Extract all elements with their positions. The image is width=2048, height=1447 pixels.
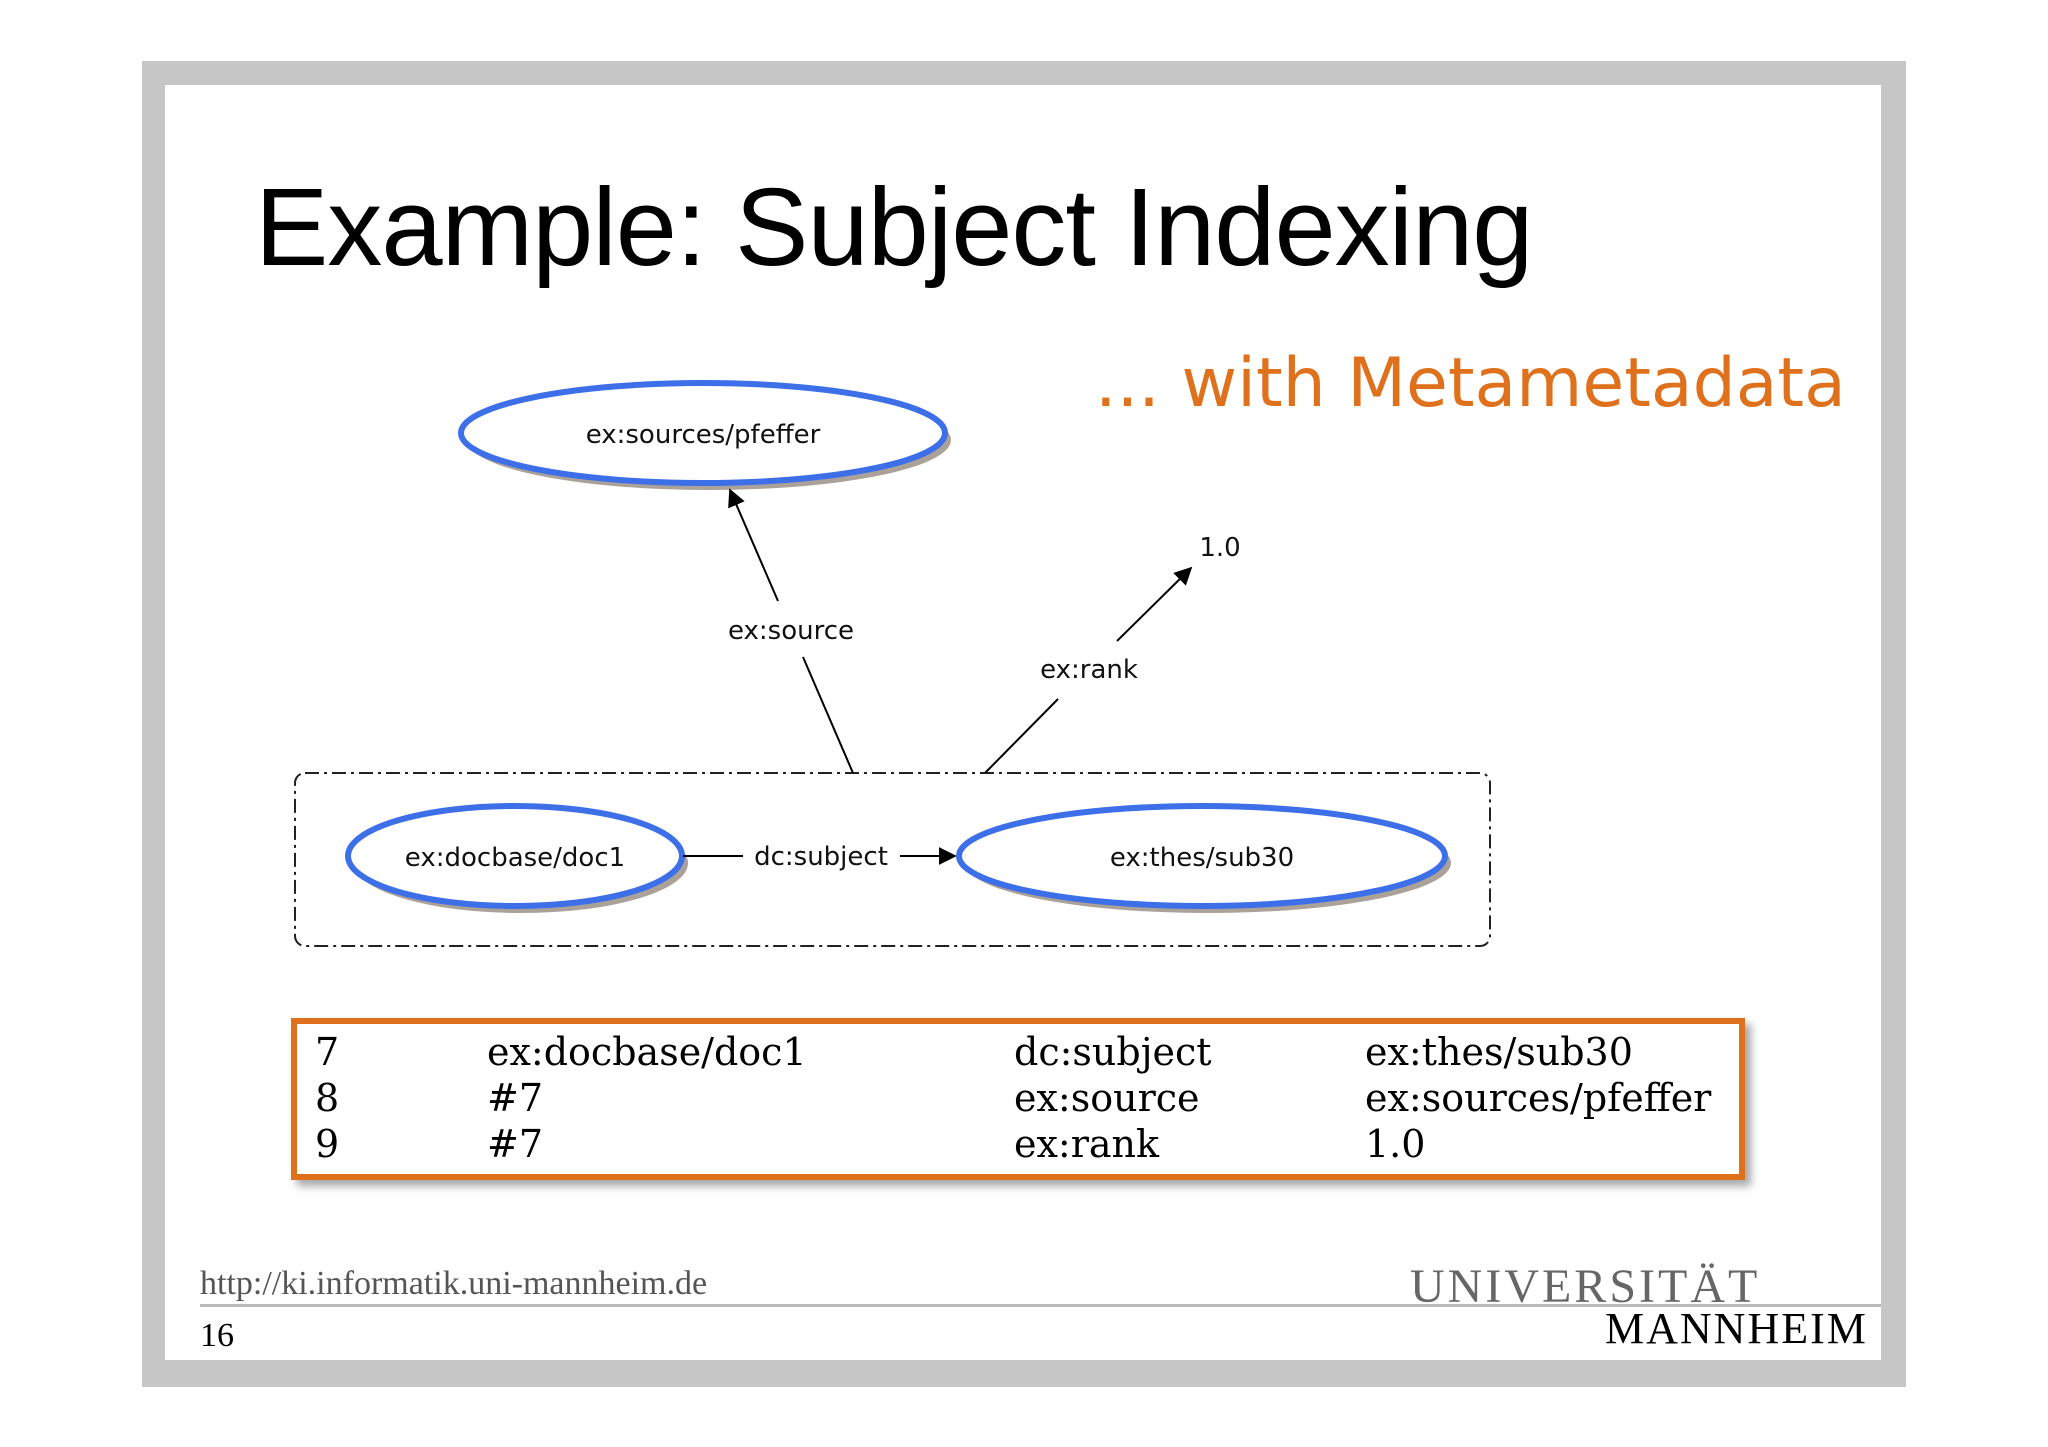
university-logo-line2: MANNHEIM bbox=[1605, 1304, 1868, 1353]
edge-dc-subject-label: dc:subject bbox=[754, 842, 888, 872]
triple-id: 9 bbox=[315, 1122, 340, 1166]
edge-ex-rank-label: ex:rank bbox=[1040, 655, 1138, 685]
rdf-graph-diagram: ex:sources/pfeffer ex:docbase/doc1 ex:th… bbox=[294, 380, 1491, 947]
triple-object: 1.0 bbox=[1365, 1122, 1426, 1166]
slide: Example: Subject Indexing ... with Metam… bbox=[165, 85, 1881, 1360]
edge-ex-source-label: ex:source bbox=[728, 616, 854, 646]
node-subject-label: ex:thes/sub30 bbox=[1110, 843, 1294, 873]
footer-url: http://ki.informatik.uni-mannheim.de bbox=[200, 1265, 708, 1302]
triple-subject: ex:docbase/doc1 bbox=[487, 1030, 807, 1074]
triple-object: ex:thes/sub30 bbox=[1365, 1030, 1633, 1074]
node-source-label: ex:sources/pfeffer bbox=[586, 420, 821, 450]
slide-title: Example: Subject Indexing bbox=[255, 166, 1533, 289]
triple-predicate: dc:subject bbox=[1014, 1030, 1212, 1074]
page-number: 16 bbox=[200, 1317, 234, 1354]
triple-predicate: ex:rank bbox=[1014, 1122, 1160, 1166]
node-doc: ex:docbase/doc1 bbox=[345, 803, 688, 913]
university-logo-line1: UNIVERSITÄT bbox=[1410, 1260, 1761, 1313]
triple-subject: #7 bbox=[487, 1076, 544, 1120]
triple-subject: #7 bbox=[487, 1122, 544, 1166]
slide-subtitle: ... with Metametadata bbox=[1095, 344, 1846, 423]
triples-table: 7 ex:docbase/doc1 dc:subject ex:thes/sub… bbox=[291, 1018, 1745, 1180]
node-doc-label: ex:docbase/doc1 bbox=[405, 843, 625, 873]
triple-id: 8 bbox=[315, 1076, 340, 1120]
node-subject: ex:thes/sub30 bbox=[956, 803, 1451, 913]
edge-dc-subject: dc:subject bbox=[683, 842, 957, 872]
reified-statement-box bbox=[294, 772, 1491, 947]
triple-predicate: ex:source bbox=[1014, 1076, 1200, 1120]
triple-id: 7 bbox=[315, 1030, 340, 1074]
rank-value-label: 1.0 bbox=[1199, 533, 1240, 563]
triple-object: ex:sources/pfeffer bbox=[1365, 1076, 1712, 1120]
edge-ex-source: ex:source bbox=[728, 488, 854, 774]
node-source: ex:sources/pfeffer bbox=[458, 380, 951, 490]
edge-ex-rank: ex:rank 1.0 bbox=[984, 533, 1241, 774]
footer-divider bbox=[200, 1304, 1881, 1307]
